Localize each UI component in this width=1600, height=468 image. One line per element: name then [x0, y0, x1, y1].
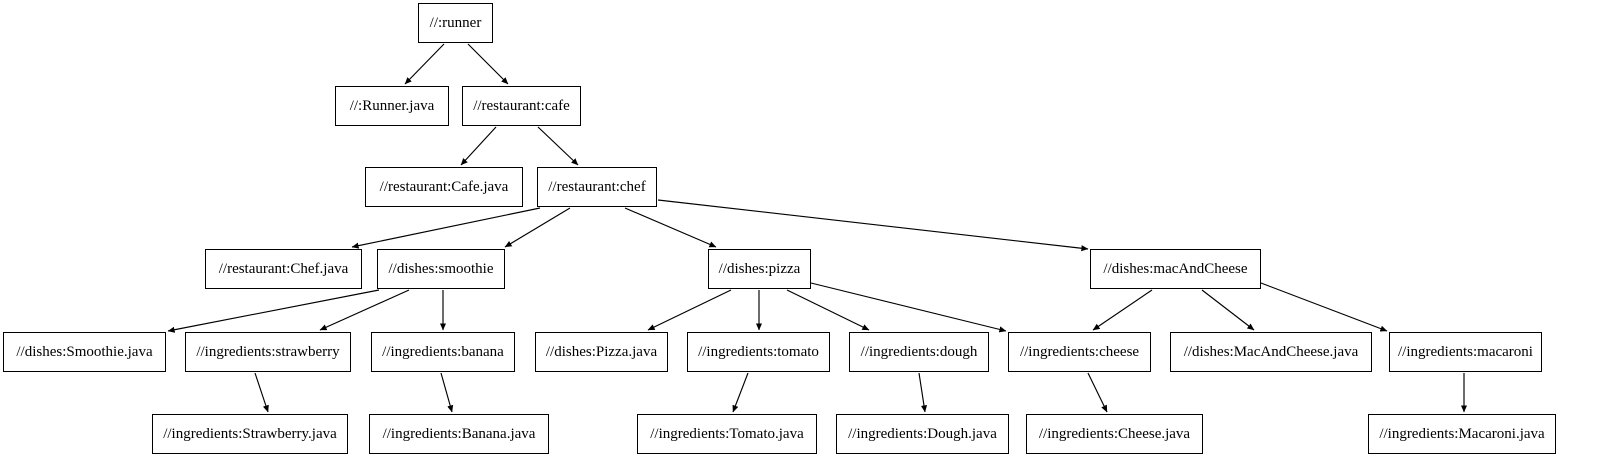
graph-node-runner_java[interactable]: //:Runner.java	[335, 86, 449, 126]
graph-node-ing_banana[interactable]: //ingredients:banana	[371, 332, 515, 372]
graph-node-macaroni_java[interactable]: //ingredients:Macaroni.java	[1368, 414, 1556, 454]
graph-node-ing_tomato[interactable]: //ingredients:tomato	[687, 332, 830, 372]
graph-node-ing_dough[interactable]: //ingredients:dough	[849, 332, 989, 372]
graph-node-strawberry_java[interactable]: //ingredients:Strawberry.java	[152, 414, 348, 454]
graph-node-chef_java[interactable]: //restaurant:Chef.java	[205, 249, 362, 289]
graph-node-dishes_smoothie[interactable]: //dishes:smoothie	[377, 249, 505, 289]
graph-node-restaurant_cafe[interactable]: //restaurant:cafe	[462, 86, 581, 126]
graph-node-tomato_java[interactable]: //ingredients:Tomato.java	[637, 414, 817, 454]
graph-node-dishes_mac[interactable]: //dishes:macAndCheese	[1090, 249, 1261, 289]
graph-node-ing_cheese[interactable]: //ingredients:cheese	[1008, 332, 1151, 372]
graph-node-banana_java[interactable]: //ingredients:Banana.java	[369, 414, 549, 454]
graph-node-mac_java[interactable]: //dishes:MacAndCheese.java	[1170, 332, 1372, 372]
graph-node-dough_java[interactable]: //ingredients:Dough.java	[836, 414, 1009, 454]
graph-node-restaurant_chef[interactable]: //restaurant:chef	[537, 167, 657, 207]
graph-node-smoothie_java[interactable]: //dishes:Smoothie.java	[3, 332, 166, 372]
graph-node-cafe_java[interactable]: //restaurant:Cafe.java	[365, 167, 523, 207]
graph-node-dishes_pizza[interactable]: //dishes:pizza	[708, 249, 811, 289]
graph-node-pizza_java[interactable]: //dishes:Pizza.java	[535, 332, 668, 372]
graph-node-ing_strawberry[interactable]: //ingredients:strawberry	[185, 332, 351, 372]
graph-node-ing_macaroni[interactable]: //ingredients:macaroni	[1389, 332, 1542, 372]
graph-node-runner[interactable]: //:runner	[418, 3, 493, 43]
graph-node-cheese_java[interactable]: //ingredients:Cheese.java	[1026, 414, 1203, 454]
